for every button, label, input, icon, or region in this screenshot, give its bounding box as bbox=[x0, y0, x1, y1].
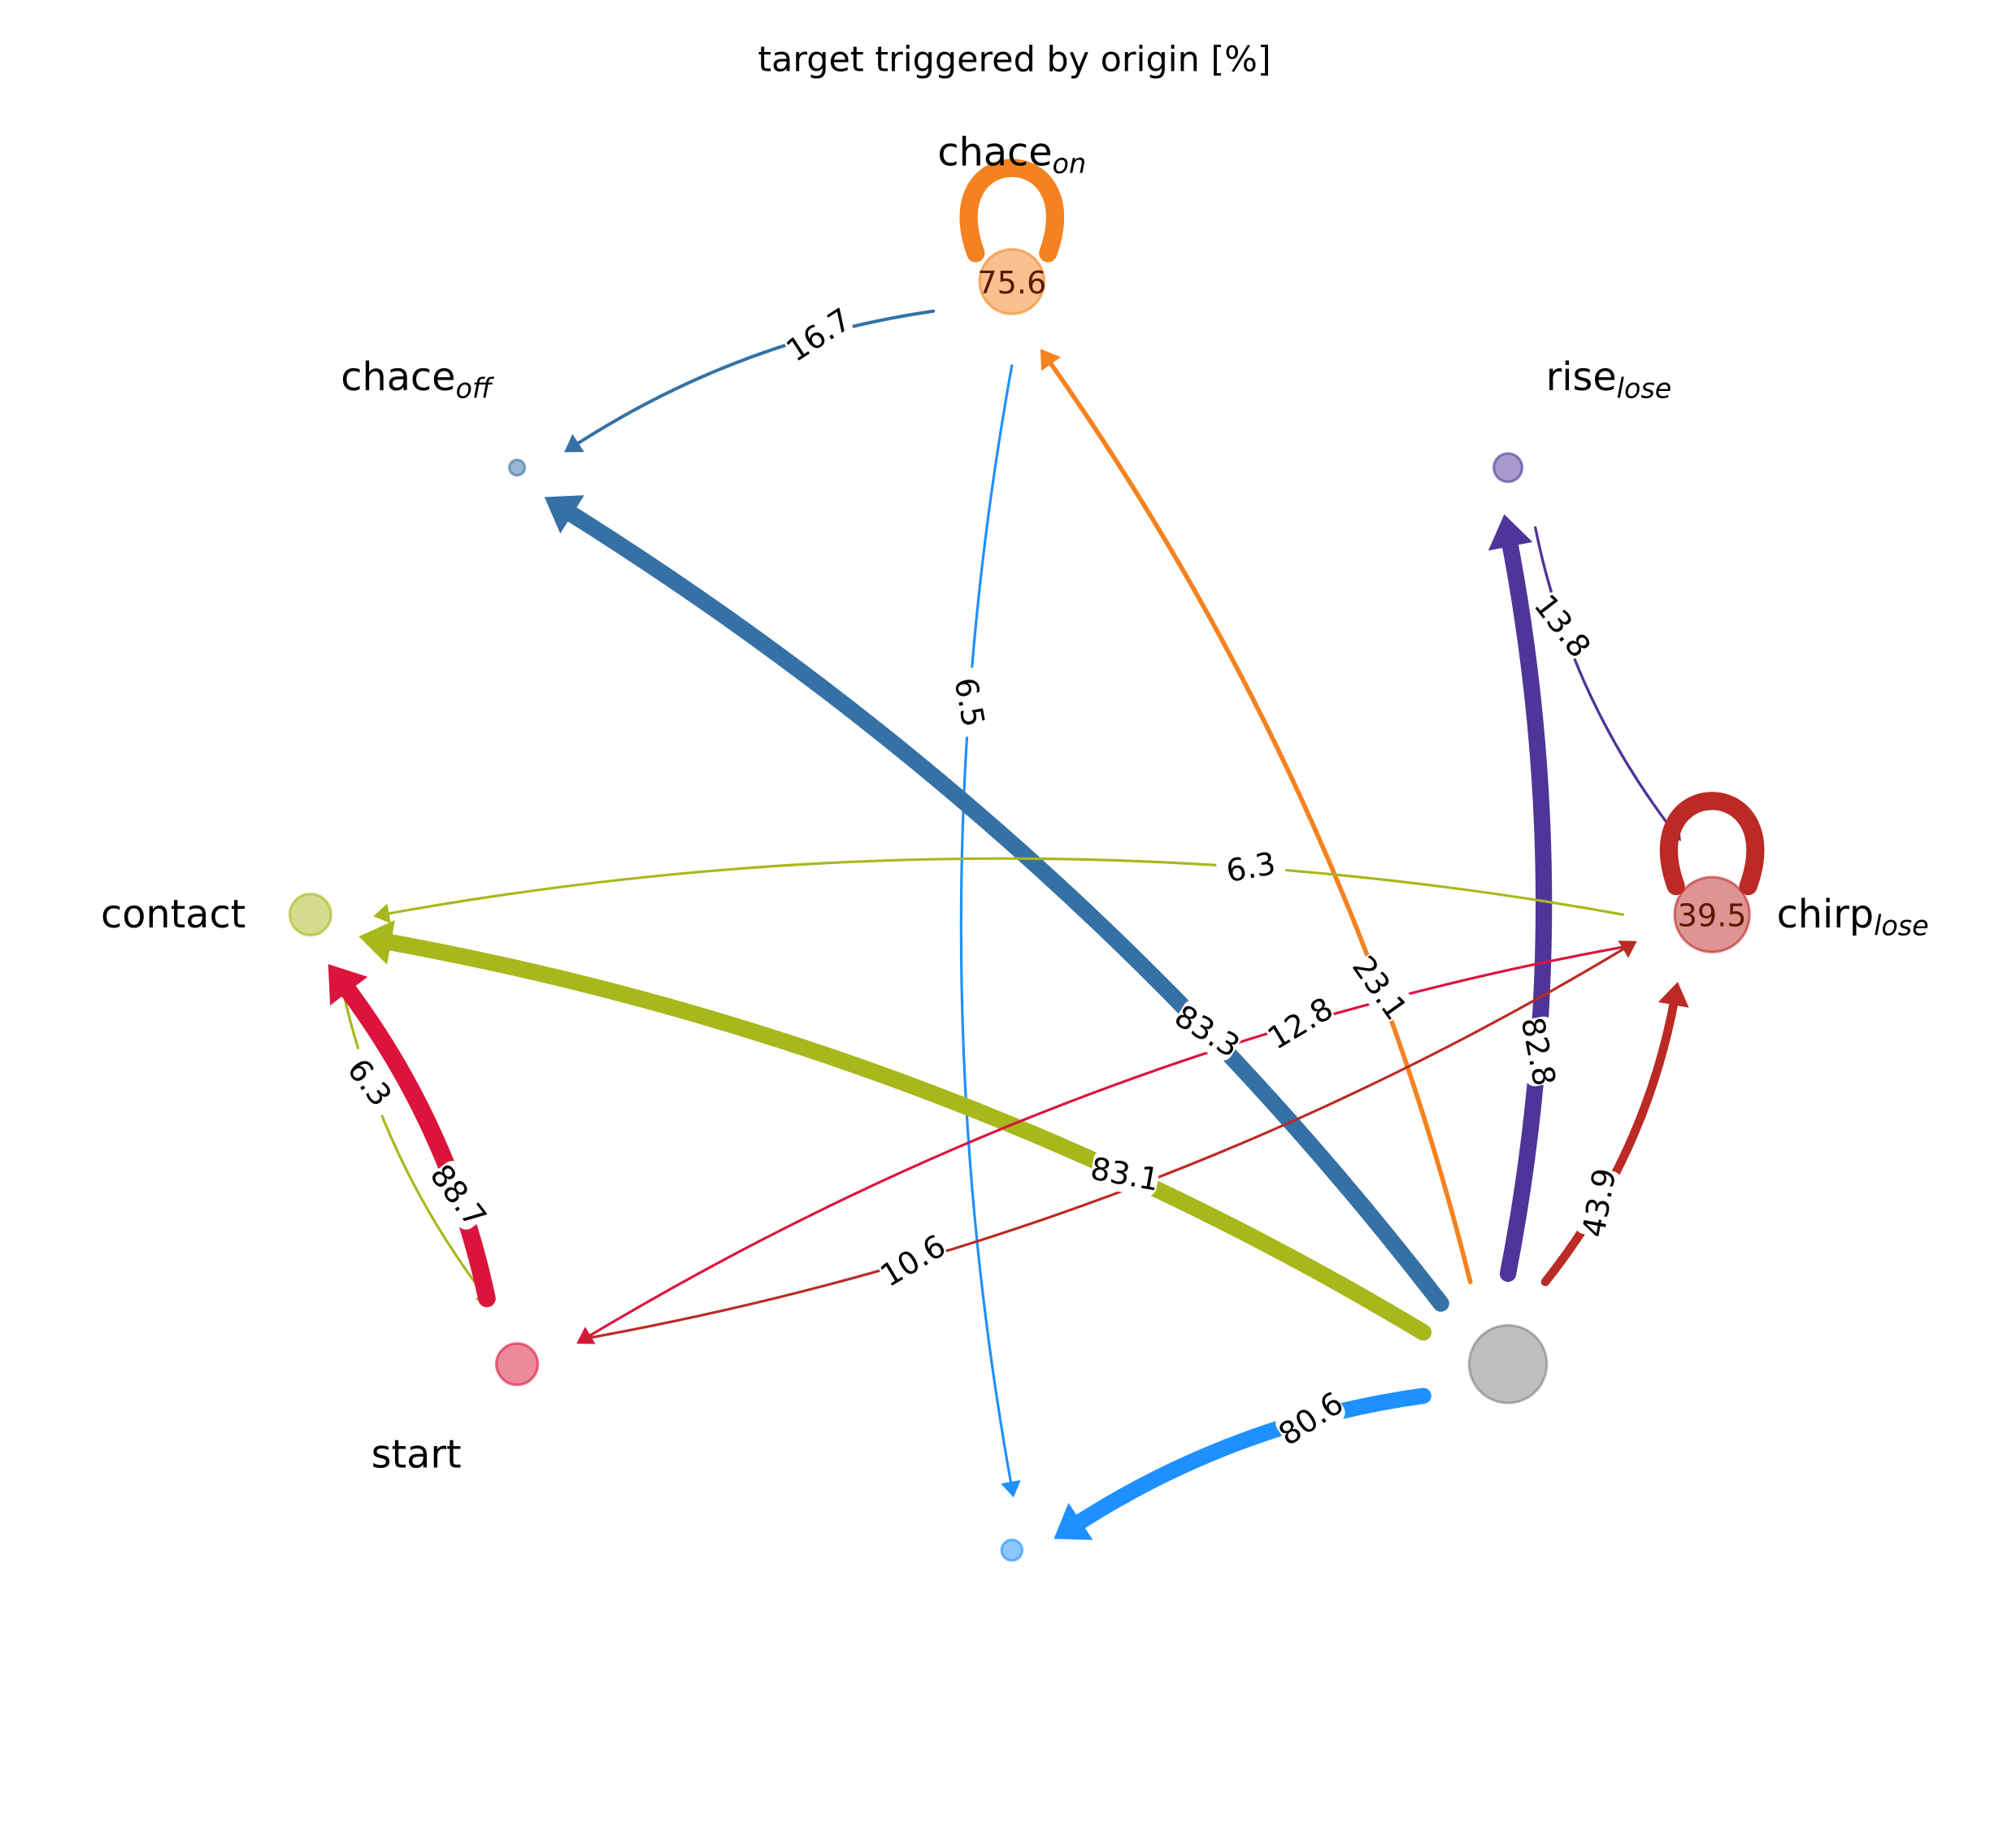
node-rise_lose bbox=[1492, 452, 1524, 484]
edge-chace_on-to-blue_bottom bbox=[959, 364, 1014, 1490]
node-label-main: start bbox=[371, 1432, 462, 1477]
arrowhead-gray-to-chace_on bbox=[1040, 349, 1061, 371]
edge-label-background bbox=[1090, 1149, 1160, 1196]
edge-chirp_lose-to-start bbox=[583, 945, 1631, 1340]
edge-label-background bbox=[1515, 1016, 1563, 1087]
edge-label-background bbox=[877, 1230, 948, 1290]
arrowhead-start-to-contact bbox=[328, 964, 368, 1006]
edge-label-text: 6.5 bbox=[948, 675, 992, 730]
arrowhead-chace_on-to-chace_off bbox=[564, 433, 584, 453]
node-label-main: rise bbox=[1546, 355, 1617, 400]
edge-label-background bbox=[1575, 1167, 1622, 1238]
node-label-main: chace bbox=[937, 130, 1052, 175]
edge-label: 80.6 bbox=[1272, 1385, 1349, 1453]
edge-label-background bbox=[1264, 992, 1335, 1053]
edge-label-background bbox=[1275, 1387, 1345, 1449]
node-label-subscript: lose bbox=[1874, 910, 1929, 942]
edge-label: 43.9 bbox=[1575, 1166, 1623, 1240]
nodes-layer bbox=[288, 248, 1751, 1562]
edge-gray-to-rise_lose bbox=[1499, 525, 1553, 1283]
arrowhead-gray-to-chace_off bbox=[544, 495, 584, 534]
arrowhead-gray-to-rise_lose bbox=[1488, 514, 1533, 551]
node-value-chace_on: 75.6 bbox=[977, 265, 1046, 301]
node-gray bbox=[1467, 1323, 1549, 1405]
edge-label-background bbox=[338, 1047, 402, 1117]
edge-label: 12.8 bbox=[1262, 990, 1339, 1056]
edge-contact-to-start bbox=[339, 979, 489, 1300]
self-loop-chirp_lose bbox=[1659, 792, 1765, 896]
edge-label: 6.5 bbox=[947, 667, 994, 737]
edge-label-background bbox=[1215, 842, 1286, 890]
edge-label-text: 6.3 bbox=[1223, 845, 1279, 889]
edge-label-background bbox=[427, 1161, 491, 1230]
edge-gray-to-chace_on bbox=[1044, 355, 1473, 1284]
edge-label: 23.1 bbox=[1345, 949, 1414, 1027]
arrowhead-chirp_lose-to-start bbox=[576, 1327, 596, 1344]
edge-start-to-contact bbox=[332, 971, 496, 1308]
edge-gray-to-chace_off bbox=[553, 499, 1449, 1312]
node-label-main: contact bbox=[101, 892, 245, 937]
arrowhead-gray-to-chirp_lose bbox=[1658, 982, 1689, 1008]
node-contact bbox=[288, 892, 332, 937]
node-label-start: start bbox=[371, 1432, 462, 1477]
node-label-main: chirp bbox=[1777, 892, 1874, 937]
node-label-subscript: off bbox=[455, 372, 494, 404]
node-label-main: chace bbox=[341, 355, 455, 400]
node-label-chirp_lose: chirplose bbox=[1777, 892, 1929, 942]
edge-chace_on-to-chace_off bbox=[571, 309, 936, 449]
edge-rise_lose-to-chirp_lose bbox=[1534, 526, 1677, 836]
edge-label: 82.8 bbox=[1514, 1014, 1563, 1089]
node-label-chace_on: chaceon bbox=[937, 130, 1086, 180]
edge-label: 6.3 bbox=[1215, 842, 1286, 890]
arrowhead-start-to-chirp_lose bbox=[1618, 940, 1637, 958]
edge-label: 16.7 bbox=[780, 302, 858, 369]
node-label-subscript: lose bbox=[1617, 372, 1672, 404]
edge-label-text: 43.9 bbox=[1575, 1166, 1623, 1240]
node-value-chirp_lose: 39.5 bbox=[1678, 897, 1747, 933]
edge-label-background bbox=[947, 667, 994, 737]
edge-label-text: 82.8 bbox=[1514, 1014, 1562, 1089]
edge-label: 88.7 bbox=[423, 1157, 493, 1234]
arrowhead-chirp_lose-to-contact bbox=[373, 903, 391, 923]
arrowhead-chace_on-to-blue_bottom bbox=[1001, 1479, 1021, 1498]
node-blue_bottom bbox=[1000, 1538, 1024, 1562]
edge-label: 10.6 bbox=[874, 1227, 951, 1293]
node-label-subscript: on bbox=[1053, 148, 1087, 180]
edge-label-background bbox=[783, 303, 854, 365]
node-label-chace_off: chaceoff bbox=[341, 355, 495, 405]
edge-label: 13.8 bbox=[1527, 588, 1598, 664]
edge-gray-to-blue_bottom bbox=[1062, 1388, 1432, 1537]
edge-label-background bbox=[1349, 953, 1412, 1023]
edge-label: 6.3 bbox=[338, 1047, 402, 1117]
chart-title: target triggered by origin [%] bbox=[758, 39, 1271, 80]
node-start bbox=[495, 1342, 540, 1387]
node-chace_off bbox=[507, 458, 527, 477]
node-chirp_lose bbox=[1673, 875, 1751, 953]
edges-layer bbox=[328, 159, 1765, 1540]
edge-label: 83.1 bbox=[1088, 1149, 1162, 1198]
edge-label-text: 83.1 bbox=[1088, 1150, 1162, 1197]
node-label-rise_lose: riselose bbox=[1546, 355, 1672, 405]
edge-label-background bbox=[1532, 591, 1596, 660]
node-label-contact: contact bbox=[101, 892, 245, 937]
self-loop-chace_on bbox=[959, 159, 1065, 263]
edge-gray-to-chirp_lose bbox=[1540, 991, 1680, 1287]
edge-label-background bbox=[1172, 1000, 1243, 1061]
edge-chirp_lose-to-contact bbox=[381, 857, 1625, 916]
node-chace_on bbox=[978, 248, 1046, 315]
arrowhead-gray-to-blue_bottom bbox=[1054, 1502, 1093, 1540]
arrowhead-gray-to-contact bbox=[358, 919, 395, 965]
edge-gray-to-contact bbox=[369, 932, 1432, 1341]
